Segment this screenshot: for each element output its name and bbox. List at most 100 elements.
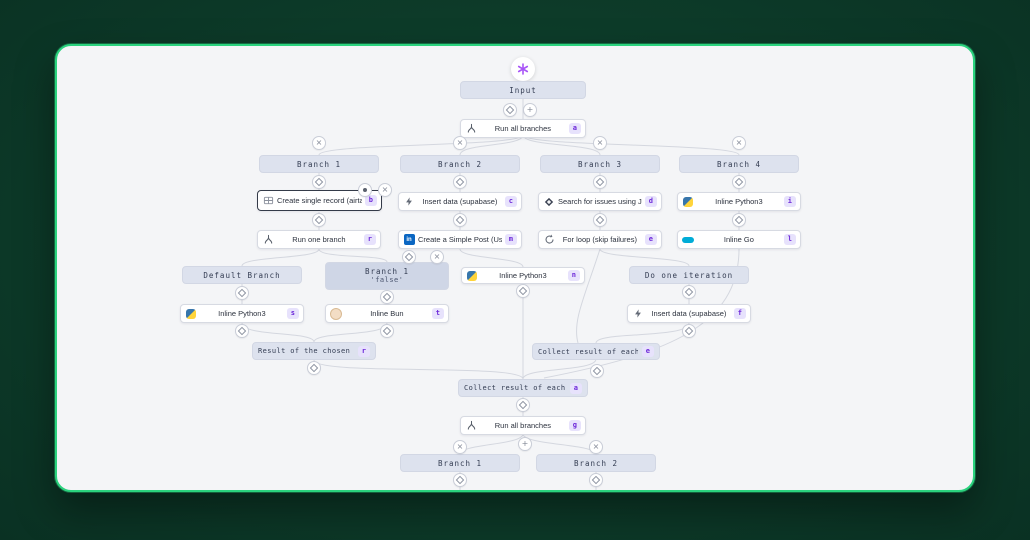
insert-step-button[interactable] bbox=[380, 324, 394, 338]
insert-step-button[interactable] bbox=[732, 175, 746, 189]
node-label: Collect result of each branch bbox=[464, 384, 566, 392]
branch-icon bbox=[465, 123, 477, 135]
flow-edge bbox=[318, 248, 388, 263]
python-icon bbox=[466, 270, 478, 282]
insert-step-button[interactable] bbox=[682, 324, 696, 338]
step-id-badge: r bbox=[357, 345, 370, 357]
branch-1-false-header[interactable]: Branch 1'false' bbox=[325, 262, 449, 290]
python-icon bbox=[682, 196, 694, 208]
insert-data-loop-node[interactable]: Insert data (supabase)f bbox=[627, 304, 751, 323]
for-loop-node[interactable]: For loop (skip failures)e bbox=[538, 230, 662, 249]
node-label: Branch 3 bbox=[577, 159, 623, 169]
default-branch-header[interactable]: Default Branch bbox=[182, 266, 302, 284]
insert-step-button[interactable] bbox=[380, 290, 394, 304]
branch-3-header[interactable]: Branch 3 bbox=[540, 155, 660, 173]
flow-trigger-button[interactable] bbox=[511, 57, 535, 81]
node-label: Run one branch bbox=[292, 235, 346, 244]
insert-step-button[interactable] bbox=[312, 213, 326, 227]
insert-step-button[interactable] bbox=[593, 175, 607, 189]
airtable-icon bbox=[262, 195, 274, 207]
search-issues-jql-node[interactable]: Search for issues using JQL (...d bbox=[538, 192, 662, 211]
insert-data-node[interactable]: Insert data (supabase)c bbox=[398, 192, 522, 211]
insert-step-button[interactable] bbox=[516, 398, 530, 412]
add-branch-button[interactable]: + bbox=[518, 437, 532, 451]
flow-edge bbox=[313, 322, 388, 343]
step-id-badge: e bbox=[641, 346, 654, 357]
branch-2-header[interactable]: Branch 2 bbox=[400, 155, 520, 173]
flow-edge bbox=[522, 134, 740, 156]
collect-branch-result-node[interactable]: Collect result of each brancha bbox=[458, 379, 588, 397]
inline-python3-branch2-node[interactable]: Inline Python3 n bbox=[461, 267, 585, 284]
branch-4-header[interactable]: Branch 4 bbox=[679, 155, 799, 173]
node-label: Run all branches bbox=[494, 421, 552, 430]
delete-branch-1-button[interactable]: × bbox=[312, 136, 326, 150]
flow-edge bbox=[595, 322, 690, 344]
step-id-badge: t bbox=[431, 308, 444, 319]
insert-step-button[interactable] bbox=[453, 213, 467, 227]
create-single-record-node[interactable]: Create single record (airtable)b bbox=[257, 190, 382, 211]
branch-1-header[interactable]: Branch 1 bbox=[259, 155, 379, 173]
branch-condition-button[interactable] bbox=[402, 250, 416, 264]
delete-bottom-branch-1-button[interactable]: × bbox=[453, 440, 467, 454]
flow-edge bbox=[459, 433, 524, 455]
node-action-button[interactable] bbox=[358, 183, 372, 197]
delete-branch-2-button[interactable]: × bbox=[453, 136, 467, 150]
input-node[interactable]: Input bbox=[460, 81, 586, 99]
node-label: Create a Simple Post (User) (... bbox=[418, 235, 502, 244]
node-label: Search for issues using JQL (... bbox=[558, 197, 642, 206]
do-one-iteration-header[interactable]: Do one iteration bbox=[629, 266, 749, 284]
insert-step-button[interactable] bbox=[235, 286, 249, 300]
step-id-badge: l bbox=[783, 234, 796, 245]
step-id-badge: a bbox=[568, 123, 581, 134]
insert-step-button[interactable] bbox=[307, 361, 321, 375]
step-id-badge: c bbox=[504, 196, 517, 207]
bun-icon bbox=[330, 307, 342, 320]
python-icon bbox=[185, 308, 197, 320]
go-icon bbox=[682, 234, 694, 246]
node-label: Do one iteration bbox=[644, 270, 734, 280]
run-one-branch-node[interactable]: Run one branch r bbox=[257, 230, 381, 249]
insert-step-button[interactable] bbox=[516, 284, 530, 298]
add-step-button[interactable]: + bbox=[523, 103, 537, 117]
node-label: Default Branch bbox=[203, 270, 281, 280]
insert-step-button[interactable] bbox=[453, 473, 467, 487]
step-id-badge: n bbox=[567, 270, 580, 281]
delete-branch-button[interactable]: × bbox=[430, 250, 444, 264]
node-label: Inline Python3 bbox=[218, 309, 266, 318]
delete-branch-3-button[interactable]: × bbox=[593, 136, 607, 150]
insert-step-button[interactable] bbox=[235, 324, 249, 338]
step-id-badge: r bbox=[363, 234, 376, 245]
delete-branch-4-button[interactable]: × bbox=[732, 136, 746, 150]
flow-edge bbox=[459, 248, 524, 268]
insert-step-button[interactable] bbox=[503, 103, 517, 117]
flow-edge bbox=[522, 134, 601, 156]
collect-iteration-result-node[interactable]: Collect result of each iterate bbox=[532, 343, 660, 360]
step-id-badge: m bbox=[504, 234, 517, 245]
insert-step-button[interactable] bbox=[593, 213, 607, 227]
jira-icon bbox=[543, 196, 555, 208]
linkedin-icon: in bbox=[403, 234, 415, 246]
flow-edge bbox=[241, 248, 320, 267]
delete-node-button[interactable]: × bbox=[378, 183, 392, 197]
node-label: Inline Python3 bbox=[499, 271, 547, 280]
bottom-branch-1-header[interactable]: Branch 1 bbox=[400, 454, 520, 472]
insert-step-button[interactable] bbox=[312, 175, 326, 189]
delete-bottom-branch-2-button[interactable]: × bbox=[589, 440, 603, 454]
insert-step-button[interactable] bbox=[732, 213, 746, 227]
insert-step-button[interactable] bbox=[453, 175, 467, 189]
insert-step-button[interactable] bbox=[590, 364, 604, 378]
bottom-branch-2-header[interactable]: Branch 2 bbox=[536, 454, 656, 472]
insert-step-button[interactable] bbox=[589, 473, 603, 487]
flow-edge bbox=[599, 248, 690, 267]
insert-step-button[interactable] bbox=[682, 285, 696, 299]
